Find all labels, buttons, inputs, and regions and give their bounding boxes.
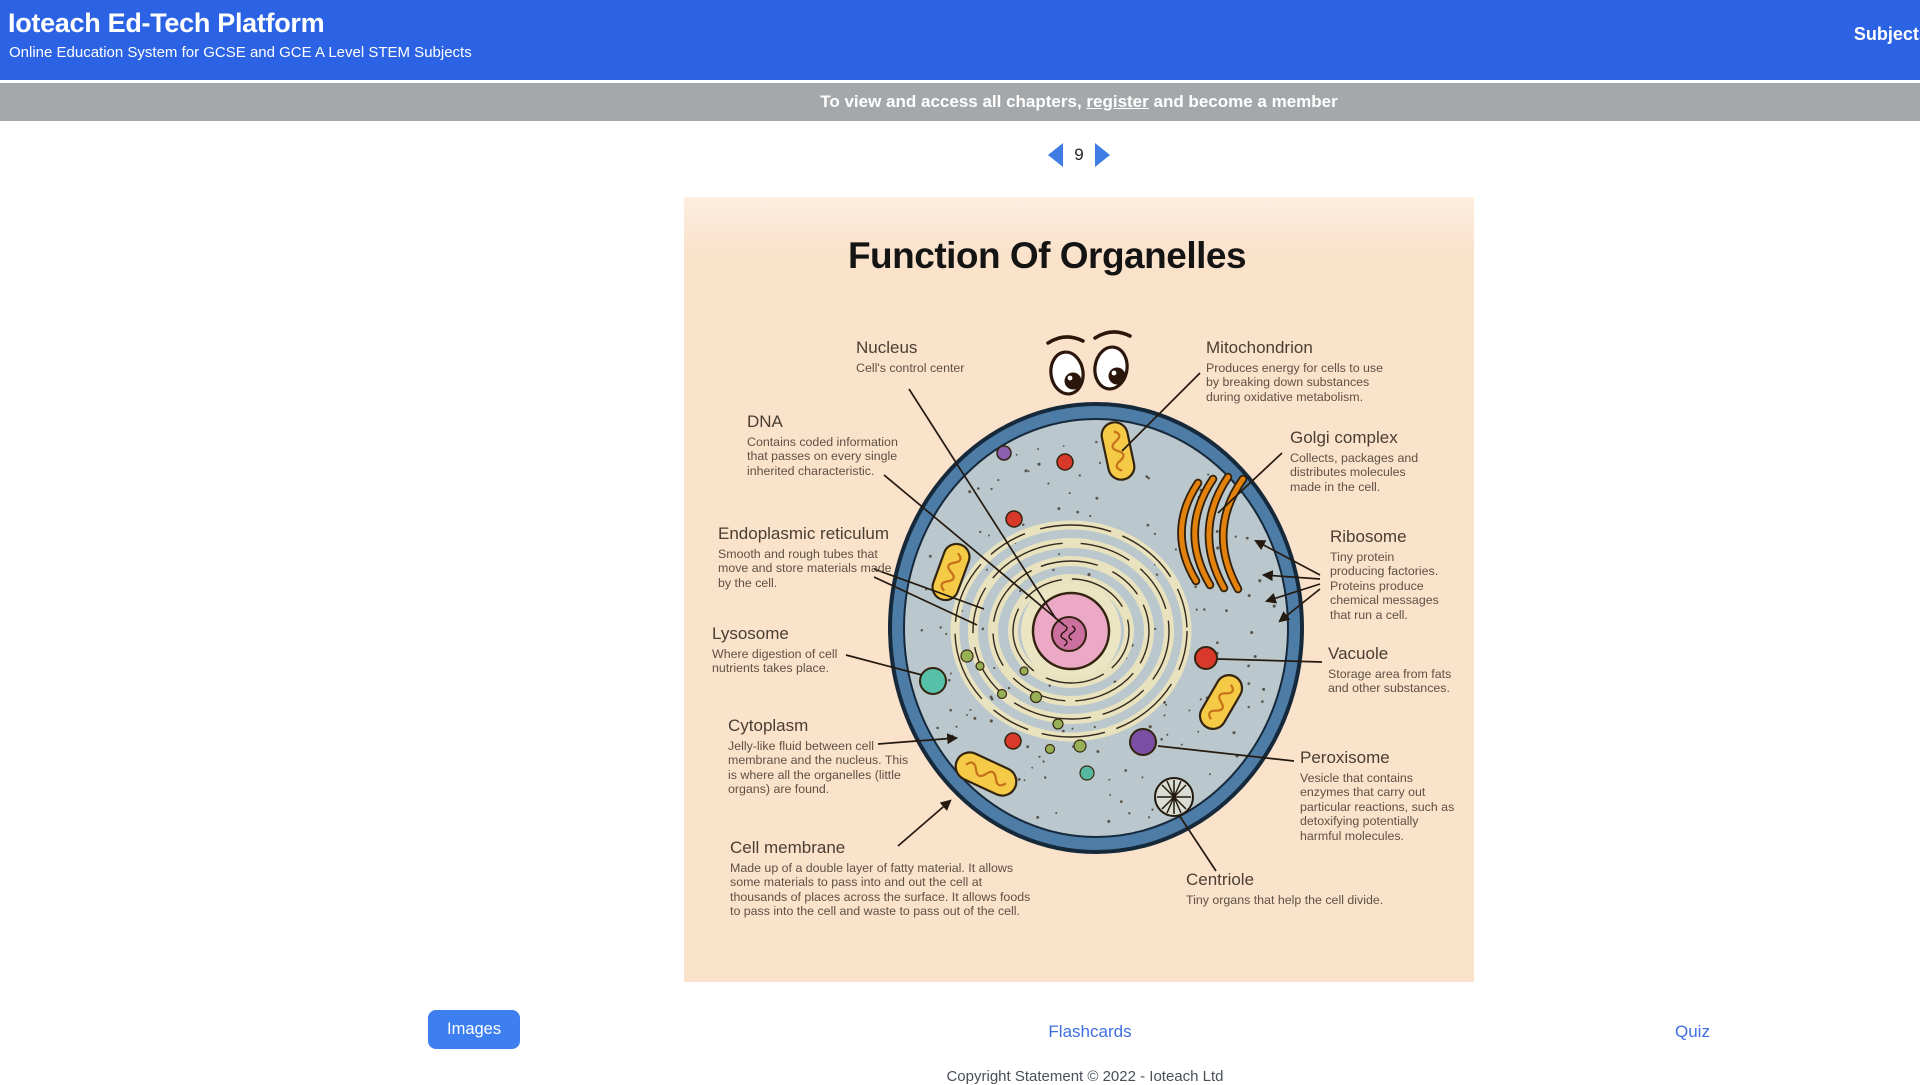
figure-image: Function Of Organelles — [684, 197, 1474, 982]
quiz-link[interactable]: Quiz — [1675, 1022, 1710, 1041]
label-peroxisome-desc: Vesicle that contains enzymes that carry… — [1300, 770, 1455, 843]
label-dna: DNA Contains coded information that pass… — [747, 412, 917, 478]
label-golgi-complex: Golgi complex Collects, packages and dis… — [1290, 428, 1440, 494]
label-cytoplasm-desc: Jelly-like fluid between cell membrane a… — [728, 738, 909, 797]
label-centriole-desc: Tiny organs that help the cell divide. — [1186, 892, 1384, 907]
label-lysosome-desc: Where digestion of cell nutrients takes … — [712, 646, 838, 676]
banner-text-before: To view and access all chapters, — [820, 92, 1087, 111]
label-golgi-complex-name: Golgi complex — [1290, 428, 1398, 447]
lysosome-graphic — [919, 667, 947, 695]
flashcards-link-wrap: Flashcards — [0, 1022, 1920, 1042]
label-cytoplasm: Cytoplasm Jelly-like fluid between cell … — [728, 716, 910, 797]
pager: 9 — [0, 143, 1920, 167]
register-banner: To view and access all chapters, registe… — [0, 83, 1920, 121]
label-centriole: Centriole Tiny organs that help the cell… — [1186, 870, 1426, 907]
label-mitochondrion-name: Mitochondrion — [1206, 338, 1313, 357]
top-nav: Subjects Users Contact us — [1854, 24, 1920, 45]
label-ribosome: Ribosome Tiny protein producing factorie… — [1330, 527, 1452, 622]
label-vacuole-name: Vacuole — [1328, 644, 1389, 663]
label-lysosome-name: Lysosome — [712, 624, 789, 643]
centriole-graphic — [1154, 777, 1194, 817]
cartoon-eyes — [1046, 330, 1132, 396]
dna-graphic — [1060, 624, 1076, 647]
prev-page-icon[interactable] — [1048, 143, 1064, 167]
register-banner-text: To view and access all chapters, registe… — [820, 92, 1337, 112]
label-lysosome: Lysosome Where digestion of cell nutrien… — [712, 624, 862, 676]
label-cell-membrane: Cell membrane Made up of a double layer … — [730, 838, 1042, 919]
nav-subjects[interactable]: Subjects — [1853, 24, 1920, 44]
vacuole-graphic — [1194, 646, 1218, 670]
label-endoplasmic-reticulum-desc: Smooth and rough tubes that move and sto… — [718, 546, 892, 590]
cell-diagram-art — [845, 330, 1323, 872]
label-endoplasmic-reticulum: Endoplasmic reticulum Smooth and rough t… — [718, 524, 898, 590]
label-centriole-name: Centriole — [1186, 870, 1255, 889]
label-nucleus-desc: Cell's control center — [856, 360, 965, 375]
label-peroxisome: Peroxisome Vesicle that contains enzymes… — [1300, 748, 1458, 843]
images-button[interactable]: Images — [428, 1010, 521, 1049]
leader-lines — [845, 372, 1323, 872]
label-cell-membrane-name: Cell membrane — [730, 838, 846, 857]
label-dna-name: DNA — [747, 412, 783, 431]
app-subtitle: Online Education System for GCSE and GCE… — [9, 44, 472, 61]
header: Ioteach Ed-Tech Platform Online Educatio… — [0, 0, 1920, 80]
ribosome-dots — [996, 445, 1074, 750]
banner-text-after: and become a member — [1148, 92, 1338, 111]
label-peroxisome-name: Peroxisome — [1300, 748, 1390, 767]
vesicle-dots — [960, 649, 1095, 781]
register-link[interactable]: register — [1086, 92, 1149, 111]
label-dna-desc: Contains coded information that passes o… — [747, 434, 898, 478]
nucleus-graphic — [1031, 591, 1111, 671]
label-nucleus-name: Nucleus — [856, 338, 918, 357]
copyright-text: Copyright Statement © 2022 - Ioteach Ltd — [946, 1068, 1224, 1085]
label-nucleus: Nucleus Cell's control center — [856, 338, 1016, 375]
label-mitochondrion: Mitochondrion Produces energy for cells … — [1206, 338, 1398, 404]
golgi-complex-graphic — [1177, 472, 1248, 594]
label-ribosome-name: Ribosome — [1330, 527, 1407, 546]
mitochondria-graphic — [931, 421, 1244, 797]
page-number: 9 — [1074, 145, 1084, 164]
label-golgi-complex-desc: Collects, packages and distributes molec… — [1290, 450, 1419, 494]
label-ribosome-desc: Tiny protein producing factories. Protei… — [1330, 549, 1439, 622]
next-page-icon[interactable] — [1094, 143, 1110, 167]
label-vacuole-desc: Storage area from fats and other substan… — [1328, 666, 1452, 696]
label-cell-membrane-desc: Made up of a double layer of fatty mater… — [730, 860, 1031, 919]
figure-title: Function Of Organelles — [847, 235, 1247, 276]
label-mitochondrion-desc: Produces energy for cells to use by brea… — [1206, 360, 1384, 404]
label-cytoplasm-name: Cytoplasm — [728, 716, 809, 735]
peroxisome-graphic — [1129, 728, 1157, 756]
label-vacuole: Vacuole Storage area from fats and other… — [1328, 644, 1468, 696]
app-title: Ioteach Ed-Tech Platform — [8, 8, 325, 38]
flashcards-link[interactable]: Flashcards — [1048, 1022, 1132, 1041]
label-endoplasmic-reticulum-name: Endoplasmic reticulum — [718, 524, 890, 543]
